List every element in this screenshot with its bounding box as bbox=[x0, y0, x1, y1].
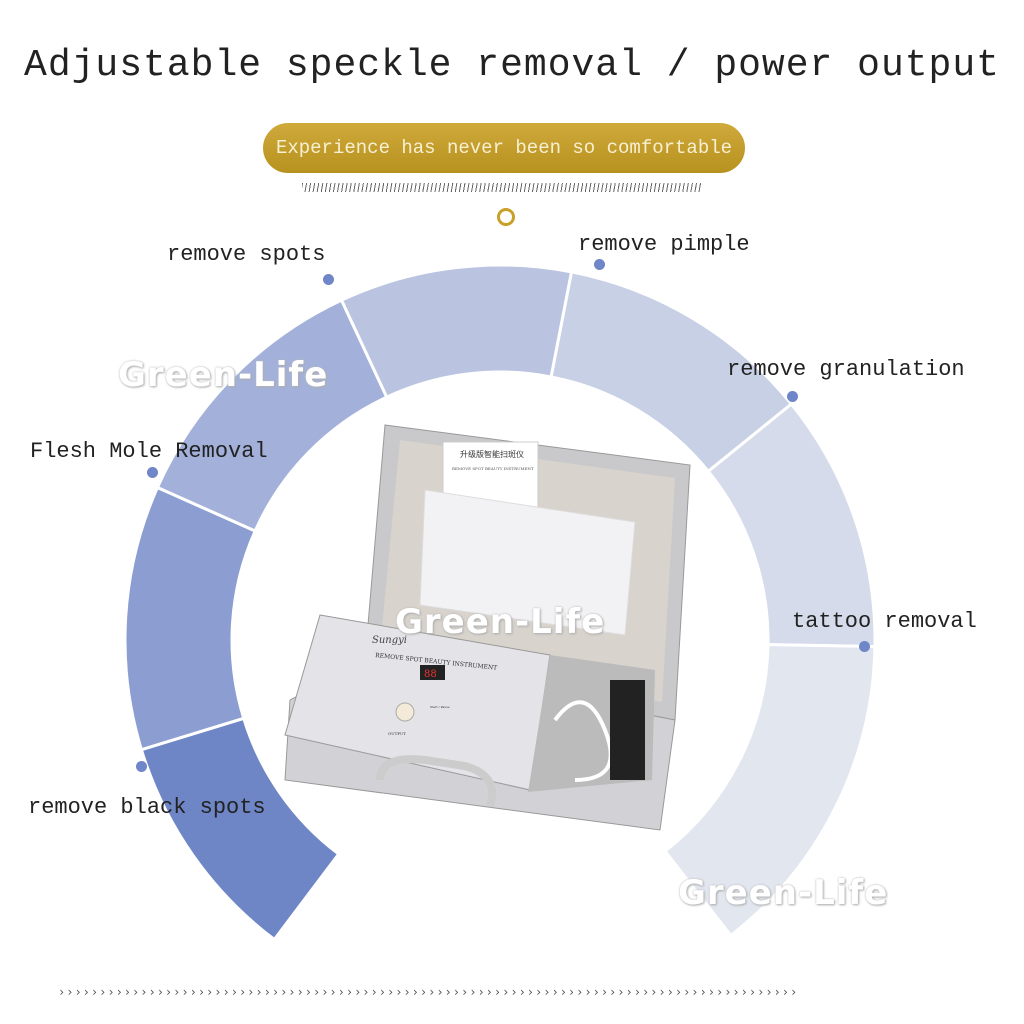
watermark: Green-Life bbox=[678, 873, 889, 913]
dot bbox=[136, 761, 147, 772]
banner-pill: Experience has never been so comfortable bbox=[263, 123, 745, 173]
page-title: Adjustable speckle removal / power outpu… bbox=[24, 44, 1000, 87]
output-label: OUTPUT bbox=[388, 731, 406, 736]
dot bbox=[594, 259, 605, 270]
label-tattoo: tattoo removal bbox=[792, 609, 977, 634]
arrow-divider: ››››››››››››››››››››››››››››››››››››››››… bbox=[58, 985, 799, 999]
label-remove-granulation: remove granulation bbox=[727, 357, 965, 382]
label-remove-spots: remove spots bbox=[167, 242, 326, 267]
dot bbox=[147, 467, 158, 478]
arc-segment bbox=[662, 643, 877, 938]
label-remove-pimple: remove pimple bbox=[578, 232, 750, 257]
ring-icon bbox=[497, 208, 515, 226]
watermark: Green-Life bbox=[118, 355, 329, 395]
device-brand: Sungyi bbox=[372, 635, 407, 646]
dot bbox=[787, 391, 798, 402]
card-title: 升级版智能扫斑仪 bbox=[460, 449, 524, 459]
label-black-spots: remove black spots bbox=[28, 795, 266, 820]
label-flesh-mole: Flesh Mole Removal bbox=[30, 439, 268, 464]
card-subtitle: REMOVE SPOT BEAUTY INSTRUMENT bbox=[452, 466, 534, 471]
watermark: Green-Life bbox=[395, 602, 606, 642]
arc-segment bbox=[339, 263, 574, 400]
device-case-image: 升级版智能扫斑仪 REMOVE SPOT BEAUTY INSTRUMENT S… bbox=[284, 424, 691, 831]
dot bbox=[859, 641, 870, 652]
hatch-divider bbox=[302, 183, 702, 192]
arc-segment bbox=[123, 485, 258, 752]
device-display: 88 bbox=[424, 669, 437, 680]
start-pause-label: Start / Pause bbox=[430, 705, 450, 709]
dot bbox=[323, 274, 334, 285]
